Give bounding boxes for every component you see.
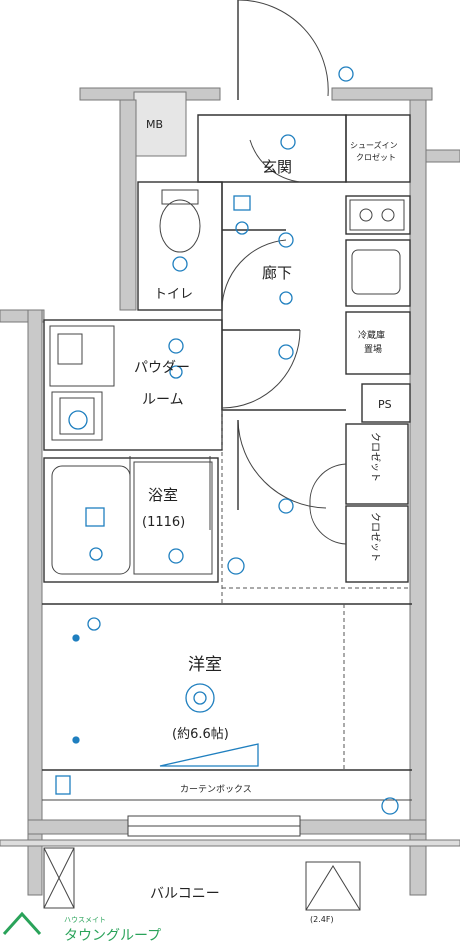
powder-room-label-1: パウダー — [134, 360, 190, 376]
curtain-box-label: カーテンボックス — [180, 784, 252, 795]
closet-label-2: クロゼット — [369, 512, 381, 562]
balcony-label: バルコニー — [150, 886, 220, 902]
powder-room-label-2: ルーム — [142, 392, 184, 408]
fixtures — [43, 189, 405, 911]
fridge-label-2: 置場 — [364, 343, 382, 355]
room-labels: MB 玄関 シューズイン クロゼット トイレ 廊下 冷蔵庫 置場 PS パウダー… — [134, 118, 398, 924]
western-room-size-label: (約6.6帖) — [172, 727, 229, 742]
ps-label: PS — [378, 398, 392, 411]
bathroom-label: 浴室 — [148, 486, 178, 504]
entrance-label: 玄関 — [262, 158, 292, 176]
closet-label-1: クロゼット — [369, 432, 381, 482]
logo-sub-text: ハウスメイト — [64, 916, 106, 924]
doors[interactable] — [129, 0, 347, 545]
mb-label: MB — [146, 118, 163, 131]
shoe-closet-label-2: クロゼット — [356, 152, 396, 162]
logo-text: タウングループ — [64, 928, 161, 944]
electrical-symbols — [55, 66, 399, 815]
western-room-label: 洋室 — [188, 655, 222, 675]
company-logo: ハウスメイト タウングループ — [2, 911, 161, 944]
bathroom-size-label: (1116) — [142, 515, 185, 530]
outdoor-unit-label: (2.4F) — [310, 915, 334, 924]
toilet-label: トイレ — [154, 287, 193, 302]
interior-walls — [42, 114, 412, 837]
fridge-label-1: 冷蔵庫 — [358, 329, 385, 341]
shoe-closet-label-1: シューズイン — [350, 140, 398, 150]
hallway-label: 廊下 — [262, 264, 292, 282]
walls — [0, 87, 460, 896]
